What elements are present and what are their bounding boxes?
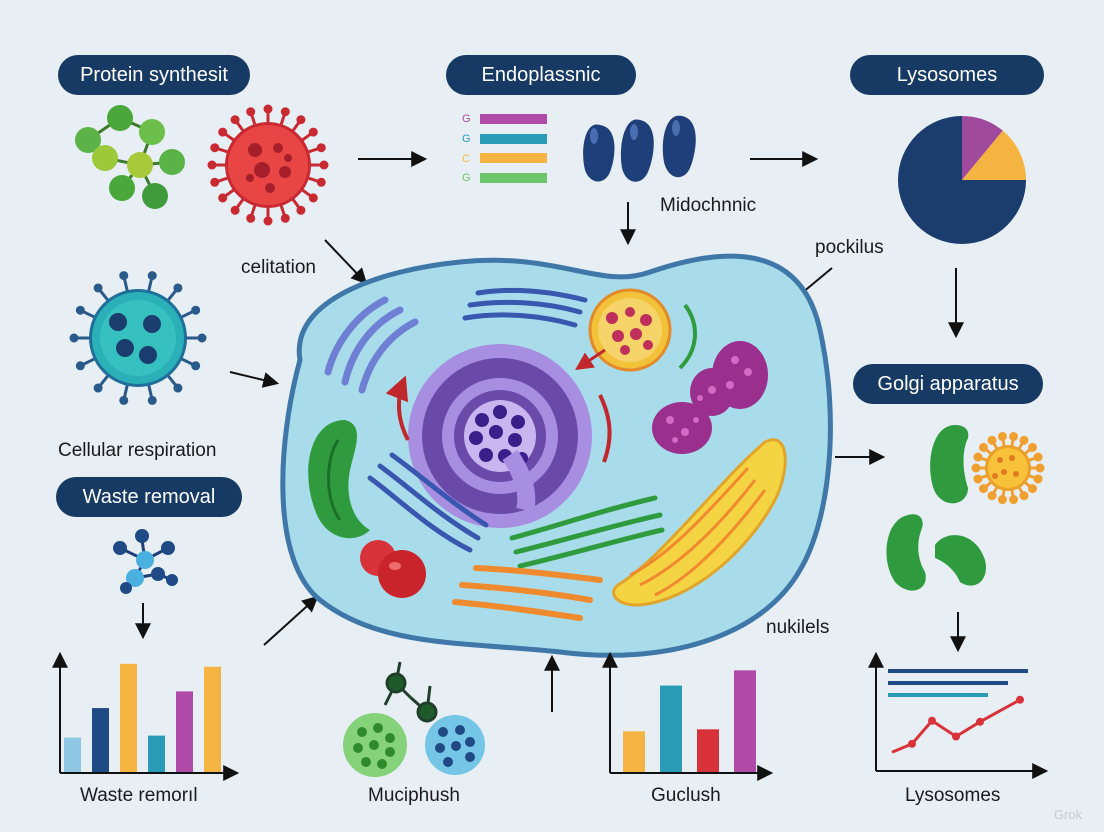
endoplasmic-reticulum [324, 287, 588, 394]
title-endoplasmic: Endoplassnic [446, 55, 636, 95]
legend-bars [480, 114, 547, 183]
nucleus-envelope [408, 344, 592, 528]
cell-membrane [280, 253, 833, 658]
pie-slice-1 [962, 130, 1026, 180]
label-celitation: celitation [241, 257, 316, 278]
legend-letter-2: G [462, 133, 471, 145]
arrow-celitation [324, 239, 368, 285]
title-protein-synthesis: Protein synthesit [58, 55, 250, 95]
bar-3 [734, 670, 756, 772]
arrow-pockilus [787, 267, 833, 306]
label-cellular-respiration: Cellular respiration [58, 440, 217, 461]
nucleolus-ring [464, 400, 536, 472]
pie-slice-0 [898, 116, 1026, 244]
line-chart-lysosomes [868, 651, 1049, 779]
teal-virus-icon [69, 271, 207, 405]
label-muciphush: Muciphush [368, 785, 460, 806]
bar-1 [660, 685, 682, 772]
bar-chart-guclush [602, 651, 774, 781]
legend-letter-3: C [462, 153, 470, 165]
pie-chart [898, 116, 1026, 244]
label-pockilus: pockilus [815, 237, 884, 258]
legend-letter-4: G [462, 172, 471, 184]
yellow-virus-icon [971, 431, 1045, 505]
waste-molecule-icon [113, 529, 178, 594]
golgi-orange [452, 565, 603, 621]
arrow-respiration [229, 371, 280, 388]
title-golgi-apparatus: Golgi apparatus [853, 364, 1043, 404]
bar-0 [64, 737, 81, 772]
animal-cell [280, 253, 833, 658]
pie-slice-2 [962, 116, 1003, 180]
watermark: Grok [1053, 807, 1082, 822]
text-line-1 [888, 669, 1028, 673]
branch-molecule-icon [383, 661, 438, 723]
golgi-green [509, 495, 665, 569]
vesicles-purple [652, 341, 768, 454]
yellow-organelle [612, 438, 787, 607]
title-waste-removal: Waste removal [56, 477, 242, 517]
nucleolus [469, 405, 528, 464]
blue-cell-icon [425, 715, 485, 775]
bar-0 [623, 731, 645, 772]
line-point-3 [952, 732, 960, 741]
line-point-5 [1016, 695, 1024, 704]
red-vesicle [360, 540, 426, 598]
green-cell-icon [343, 713, 407, 777]
label-waste-remorl: Waste remorıl [80, 785, 198, 806]
arrow-chart-to-cell [263, 595, 319, 646]
nucleus [422, 358, 578, 514]
label-lysosomes-bottom: Lysosomes [905, 785, 1001, 806]
bar-3 [148, 735, 165, 772]
bar-2 [697, 729, 719, 772]
protein-molecule-icon [75, 105, 185, 209]
line-point-2 [928, 716, 936, 725]
bar-2 [120, 663, 137, 772]
mitochondria-blue-icon [583, 115, 696, 182]
green-mitochondria-icons [886, 425, 986, 591]
bar-chart-waste [52, 651, 240, 781]
line-point-1 [908, 739, 916, 748]
label-midochnnic: Midochnnic [660, 195, 757, 216]
bar-1 [92, 708, 109, 772]
label-nukilels: nukilels [766, 617, 830, 638]
mitochondrion [308, 420, 370, 539]
title-lysosomes: Lysosomes [850, 55, 1044, 95]
lysosome [588, 288, 672, 372]
red-virus-icon [207, 104, 329, 226]
bar-5 [204, 666, 221, 772]
line-point-4 [976, 717, 984, 726]
bar-4 [176, 691, 193, 772]
text-line-3 [888, 693, 988, 697]
label-guclush: Guclush [651, 785, 721, 806]
line-series [891, 698, 1021, 754]
text-line-2 [888, 681, 1008, 685]
legend-letter-1: G [462, 113, 471, 125]
